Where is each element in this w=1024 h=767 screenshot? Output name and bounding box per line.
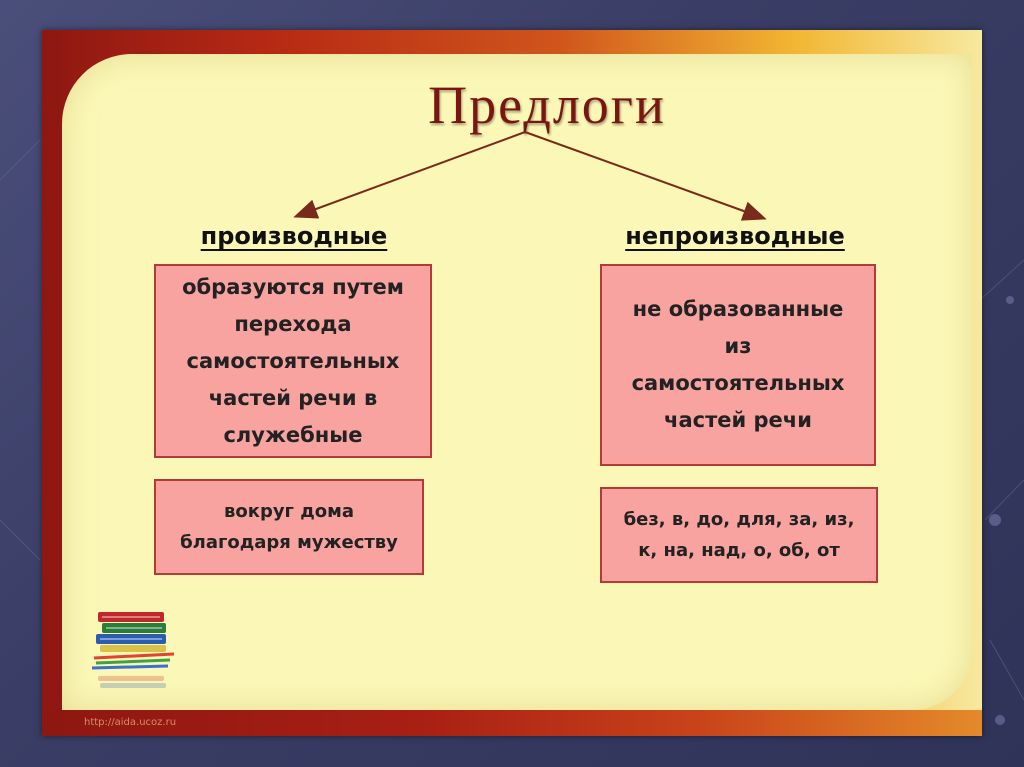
examples-box-derivative: вокруг дома благодаря мужеству: [154, 479, 424, 575]
definition-box-derivative: образуются путем перехода самостоятельны…: [154, 264, 432, 458]
books-stack: [96, 612, 166, 652]
pencils-icon: [91, 652, 175, 670]
examples-box-non-derivative: без, в, до, для, за, из, к, на, над, о, …: [600, 487, 878, 583]
label-non-derivative: непроизводные: [625, 222, 845, 250]
source-url: http://aida.ucoz.ru: [84, 717, 177, 728]
books-icon: [91, 612, 175, 688]
definition-box-non-derivative: не образованные из самостоятельных часте…: [600, 264, 876, 466]
slide-footer-bar: [42, 710, 982, 736]
label-derivative: производные: [200, 222, 388, 250]
page-title: Предлоги: [428, 75, 666, 135]
